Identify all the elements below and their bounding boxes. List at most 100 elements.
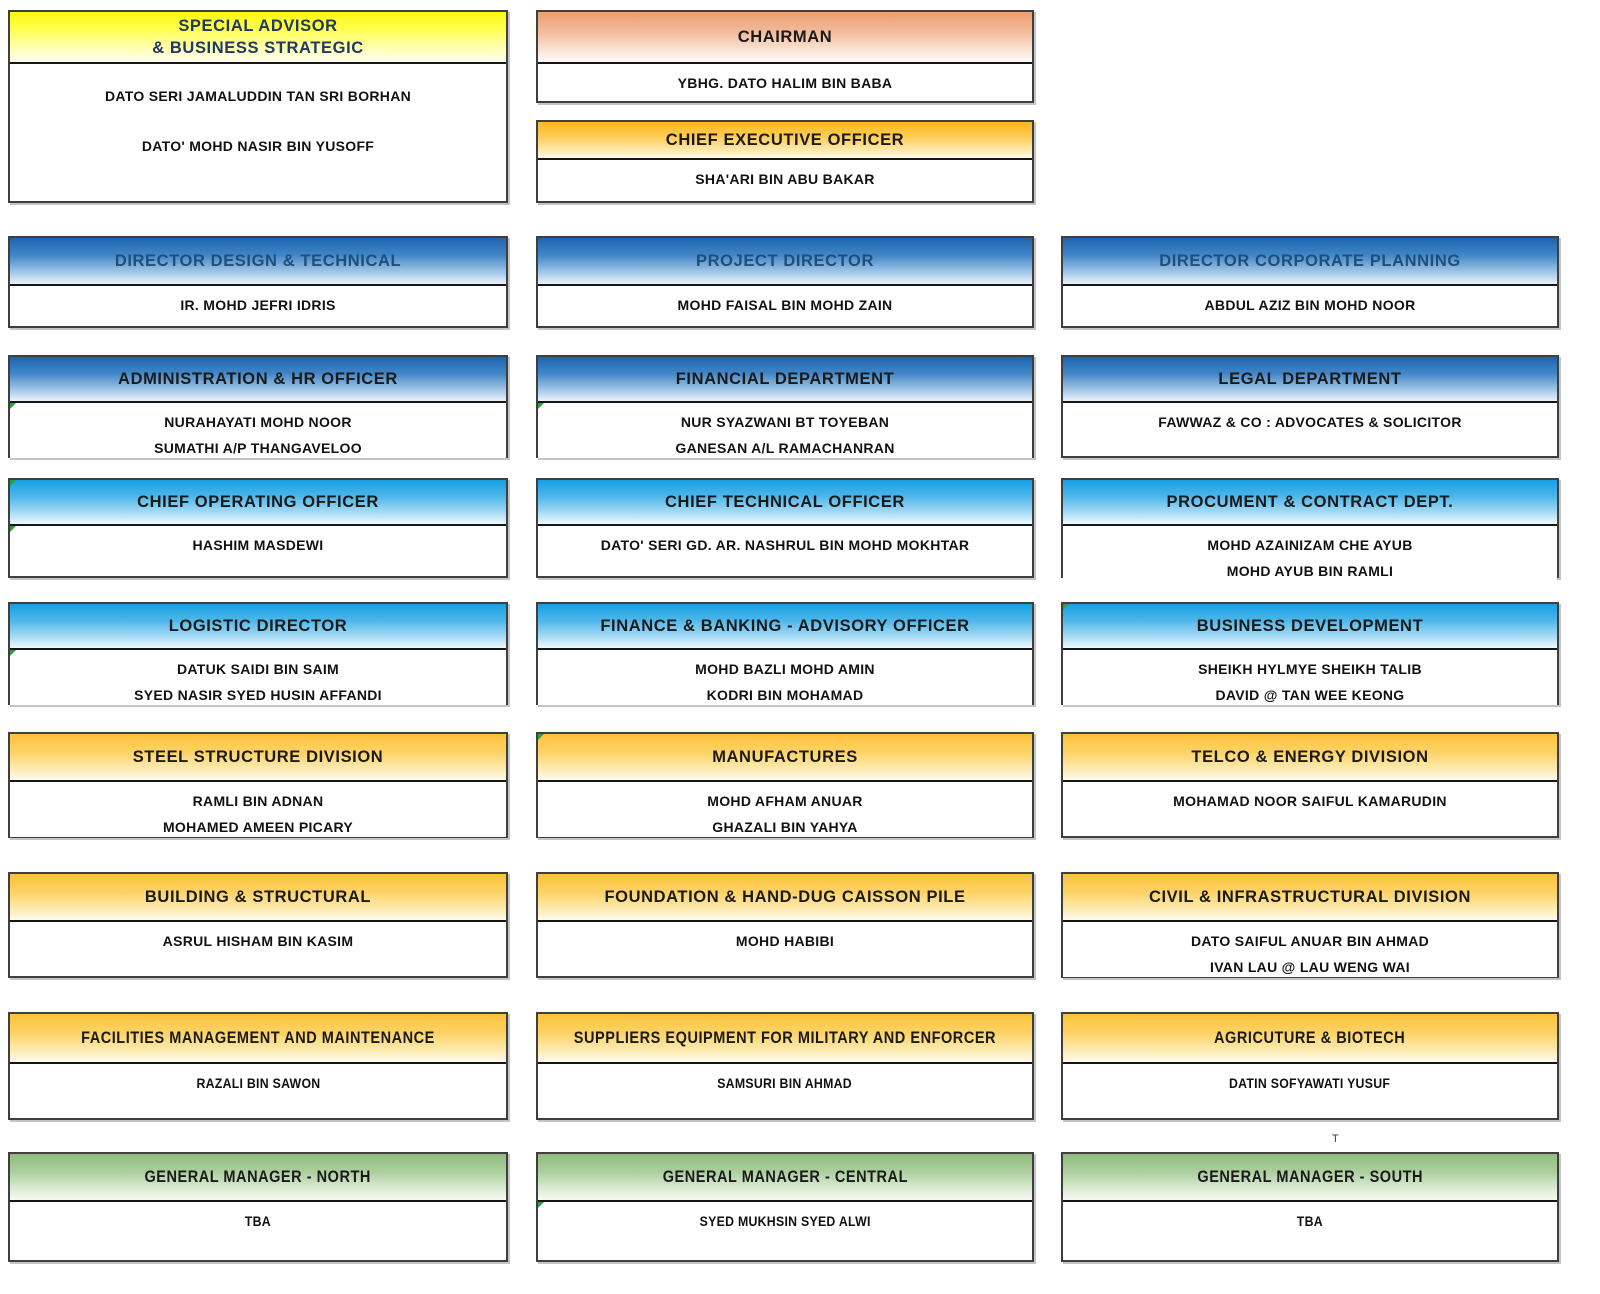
member-name: MOHAMED AMEEN PICARY	[162, 819, 354, 835]
cell-error-indicator	[10, 526, 16, 532]
agriculture-biotech-header: AGRICUTURE & BIOTECH	[1063, 1014, 1557, 1064]
cell-error-indicator	[10, 403, 16, 409]
member-name: DATO SERI JAMALUDDIN TAN SRI BORHAN	[104, 88, 412, 104]
building-structural-header: BUILDING & STRUCTURAL	[10, 874, 506, 922]
director-design-technical-title: DIRECTOR DESIGN & TECHNICAL	[114, 252, 402, 270]
agriculture-biotech-title: AGRICUTURE & BIOTECH	[1214, 1029, 1406, 1047]
procurement-contract-dept-title: PROCUMENT & CONTRACT DEPT.	[1166, 493, 1454, 511]
member-name: MOHD AFHAM ANUAR	[707, 793, 863, 809]
member-name: NUR SYAZWANI BT TOYEBAN	[680, 414, 890, 430]
logistic-director-title: LOGISTIC DIRECTOR	[168, 617, 348, 635]
legal-department-body: FAWWAZ & CO : ADVOCATES & SOLICITOR	[1063, 403, 1557, 456]
director-corporate-planning-title: DIRECTOR CORPORATE PLANNING	[1159, 252, 1461, 270]
member-name: MOHD BAZLI MOHD AMIN	[695, 661, 875, 677]
finance-banking-advisory-officer-title: FINANCE & BANKING - ADVISORY OFFICER	[600, 617, 970, 635]
member-name: SHA'ARI BIN ABU BAKAR	[695, 171, 875, 187]
finance-banking-advisory-officer-header: FINANCE & BANKING - ADVISORY OFFICER	[538, 604, 1032, 650]
telco-energy-division-body: MOHAMAD NOOR SAIFUL KAMARUDIN	[1063, 782, 1557, 836]
facilities-management-maintenance-title: FACILITIES MANAGEMENT AND MAINTENANCE	[81, 1029, 435, 1047]
member-name: ASRUL HISHAM BIN KASIM	[162, 933, 354, 949]
legal-department-title: LEGAL DEPARTMENT	[1218, 370, 1402, 388]
chief-technical-officer-header: CHIEF TECHNICAL OFFICER	[538, 480, 1032, 526]
org-box-ceo: CHIEF EXECUTIVE OFFICER SHA'ARI BIN ABU B…	[536, 120, 1034, 203]
chairman-header: CHAIRMAN	[538, 12, 1032, 64]
special-advisor-header: SPECIAL ADVISOR& BUSINESS STRATEGIC	[10, 12, 506, 64]
member-name: MOHD AYUB BIN RAMLI	[1226, 563, 1394, 579]
civil-infrastructural-division-body: DATO SAIFUL ANUAR BIN AHMAD IVAN LAU @ LA…	[1063, 922, 1557, 977]
org-box-telco-energy-division: TELCO & ENERGY DIVISION MOHAMAD NOOR SAIF…	[1061, 732, 1559, 838]
cell-error-indicator	[538, 403, 544, 409]
member-name: GANESAN A/L RAMACHANRAN	[675, 440, 895, 456]
ceo-body: SHA'ARI BIN ABU BAKAR	[538, 160, 1032, 201]
stray-text: T	[1332, 1133, 1339, 1145]
member-name: ABDUL AZIZ BIN MOHD NOOR	[1204, 297, 1416, 313]
member-name: DATO SAIFUL ANUAR BIN AHMAD	[1190, 933, 1430, 949]
org-box-building-structural: BUILDING & STRUCTURAL ASRUL HISHAM BIN KA…	[8, 872, 508, 978]
center-stack: CHAIRMAN YBHG. DATO HALIM BIN BABA CHIEF E…	[536, 10, 1034, 203]
ceo-header: CHIEF EXECUTIVE OFFICER	[538, 122, 1032, 160]
special-advisor-title: SPECIAL ADVISOR	[178, 17, 338, 35]
org-box-procurement-contract-dept: PROCUMENT & CONTRACT DEPT. MOHD AZAINIZAM…	[1061, 478, 1559, 581]
chart-row-6: STEEL STRUCTURE DIVISION RAMLI BIN ADNAN M…	[8, 732, 1559, 838]
member-name: IVAN LAU @ LAU WENG WAI	[1210, 959, 1410, 975]
project-director-body: MOHD FAISAL BIN MOHD ZAIN	[538, 286, 1032, 326]
chief-operating-officer-body: HASHIM MASDEWI	[10, 526, 506, 576]
member-name: RAMLI BIN ADNAN	[192, 793, 324, 809]
chief-operating-officer-header: CHIEF OPERATING OFFICER	[10, 480, 506, 526]
org-box-agriculture-biotech: AGRICUTURE & BIOTECH DATIN SOFYAWATI YUSU…	[1061, 1012, 1559, 1120]
foundation-hand-dug-caisson-pile-title: FOUNDATION & HAND-DUG CAISSON PILE	[604, 888, 966, 906]
steel-structure-division-title: STEEL STRUCTURE DIVISION	[132, 748, 384, 766]
chief-technical-officer-title: CHIEF TECHNICAL OFFICER	[665, 493, 905, 511]
org-box-chairman: CHAIRMAN YBHG. DATO HALIM BIN BABA	[536, 10, 1034, 103]
member-name: SYED NASIR SYED HUSIN AFFANDI	[134, 687, 382, 703]
cell-error-indicator	[538, 734, 544, 740]
member-name: YBHG. DATO HALIM BIN BABA	[677, 75, 893, 91]
administration-hr-officer-header: ADMINISTRATION & HR OFFICER	[10, 357, 506, 403]
agriculture-biotech-body: DATIN SOFYAWATI YUSUF	[1063, 1064, 1557, 1118]
member-name: TBA	[1296, 1213, 1324, 1229]
chairman-title: CHAIRMAN	[737, 28, 833, 46]
org-box-finance-banking-advisory-officer: FINANCE & BANKING - ADVISORY OFFICER MOHD…	[536, 602, 1034, 705]
suppliers-equipment-military-enforcer-header: SUPPLIERS EQUIPMENT FOR MILITARY AND ENF…	[538, 1014, 1032, 1064]
member-name: GHAZALI BIN YAHYA	[712, 819, 858, 835]
director-design-technical-header: DIRECTOR DESIGN & TECHNICAL	[10, 238, 506, 286]
manufactures-title: MANUFACTURES	[712, 748, 858, 766]
project-director-header: PROJECT DIRECTOR	[538, 238, 1032, 286]
member-name: DATO' SERI GD. AR. NASHRUL BIN MOHD MOKH…	[600, 537, 970, 553]
business-development-header: BUSINESS DEVELOPMENT	[1063, 604, 1557, 650]
director-design-technical-body: IR. MOHD JEFRI IDRIS	[10, 286, 506, 326]
general-manager-north-header: GENERAL MANAGER - NORTH	[10, 1154, 506, 1202]
general-manager-central-body: SYED MUKHSIN SYED ALWI	[538, 1202, 1032, 1260]
steel-structure-division-body: RAMLI BIN ADNAN MOHAMED AMEEN PICARY	[10, 782, 506, 837]
general-manager-south-body: TBA	[1063, 1202, 1557, 1260]
director-corporate-planning-body: ABDUL AZIZ BIN MOHD NOOR	[1063, 286, 1557, 326]
suppliers-equipment-military-enforcer-title: SUPPLIERS EQUIPMENT FOR MILITARY AND ENF…	[573, 1029, 997, 1047]
org-box-chief-technical-officer: CHIEF TECHNICAL OFFICER DATO' SERI GD. AR…	[536, 478, 1034, 578]
general-manager-north-body: TBA	[10, 1202, 506, 1260]
member-name: KODRI BIN MOHAMAD	[706, 687, 864, 703]
chief-technical-officer-body: DATO' SERI GD. AR. NASHRUL BIN MOHD MOKH…	[538, 526, 1032, 576]
cell-error-indicator	[10, 480, 16, 486]
financial-department-body: NUR SYAZWANI BT TOYEBAN GANESAN A/L RAMAC…	[538, 403, 1032, 458]
telco-energy-division-title: TELCO & ENERGY DIVISION	[1191, 748, 1429, 766]
cell-error-indicator	[1063, 604, 1069, 610]
member-name: IR. MOHD JEFRI IDRIS	[180, 297, 336, 313]
member-name: HASHIM MASDEWI	[192, 537, 324, 553]
cell-error-indicator	[10, 650, 16, 656]
org-box-director-design-technical: DIRECTOR DESIGN & TECHNICAL IR. MOHD JEFR…	[8, 236, 508, 328]
member-name: DAVID @ TAN WEE KEONG	[1215, 687, 1405, 703]
member-name: FAWWAZ & CO : ADVOCATES & SOLICITOR	[1158, 414, 1462, 430]
org-box-director-corporate-planning: DIRECTOR CORPORATE PLANNING ABDUL AZIZ BI…	[1061, 236, 1559, 328]
